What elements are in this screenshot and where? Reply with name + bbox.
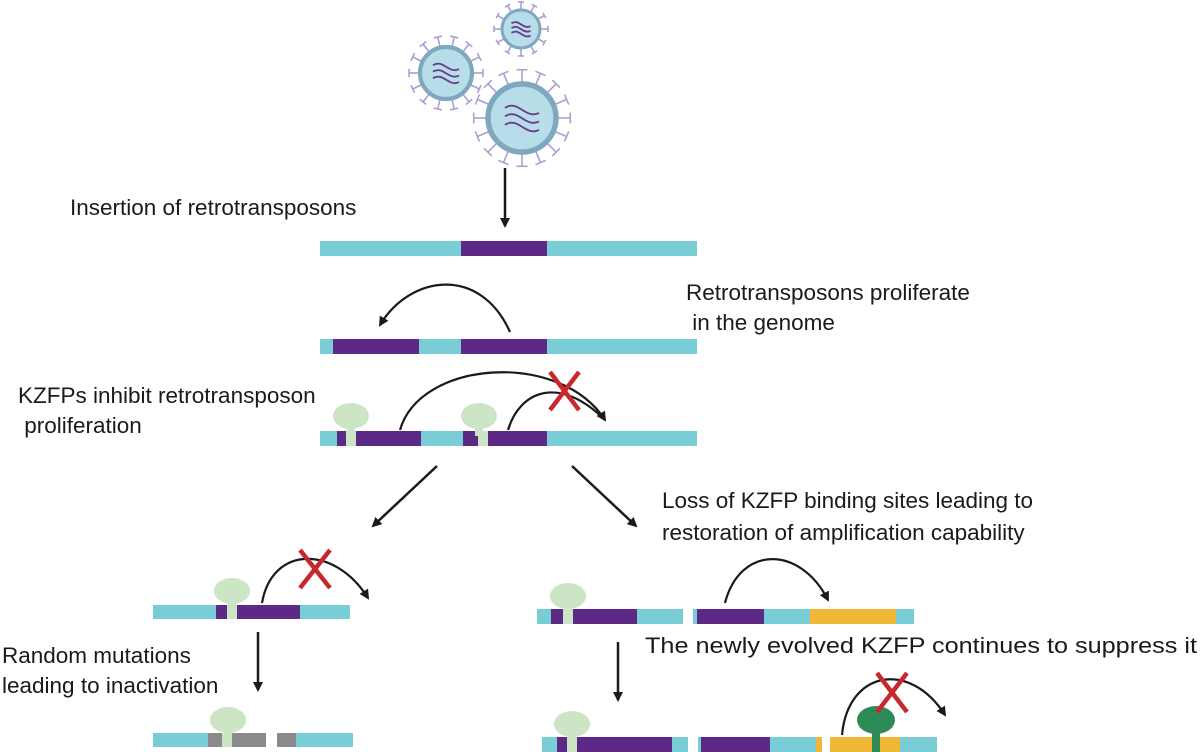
label-proliferate-line1: Retrotransposons proliferate: [686, 280, 970, 305]
branch-arrow-left: [371, 465, 438, 528]
block-x-icon: [548, 370, 581, 412]
restored-transposition-arrow: [723, 558, 829, 604]
label-loss-line1: Loss of KZFP binding sites leading to: [662, 488, 1033, 513]
virus-icon: [472, 68, 572, 168]
label-proliferate-line2: in the genome: [686, 310, 835, 335]
label-newly-evolved: The newly evolved KZFP continues to supp…: [645, 633, 1198, 658]
dna-strand-left-bound: [153, 605, 350, 619]
label-insertion: Insertion of retrotransposons: [70, 195, 356, 220]
block-x-icon: [298, 548, 332, 590]
dna-strand-new-kzfp: [542, 737, 937, 752]
branch-arrow-right: [571, 465, 638, 528]
label-random-line2: leading to inactivation: [2, 673, 218, 698]
dna-strand-kzfp-bound: [320, 431, 697, 446]
dna-strand-insertion: [320, 241, 697, 256]
dna-strand-proliferation: [320, 339, 697, 354]
label-loss-line2: restoration of amplification capability: [662, 520, 1025, 545]
retrotransposon-segment: [461, 339, 547, 354]
retrotransposon-segment: [461, 241, 547, 256]
dna-strand-inactivated: [153, 733, 353, 747]
label-random-line1: Random mutations: [2, 643, 191, 668]
proliferation-arrow: [378, 283, 512, 333]
retrotransposon-copy: [333, 339, 419, 354]
virus-icon: [493, 1, 549, 57]
label-kzfp-inhibit-line1: KZFPs inhibit retrotransposon: [18, 383, 316, 408]
blocked-transposition-arrow-1: [398, 371, 607, 431]
virus-icon: [408, 35, 484, 111]
block-x-icon: [875, 671, 909, 714]
blocked-transposition-arrow-2: [506, 391, 606, 431]
dna-strand-right-restored: [537, 609, 914, 624]
new-kzfp-protein: [857, 706, 895, 752]
label-kzfp-inhibit-line2: proliferation: [18, 413, 142, 438]
